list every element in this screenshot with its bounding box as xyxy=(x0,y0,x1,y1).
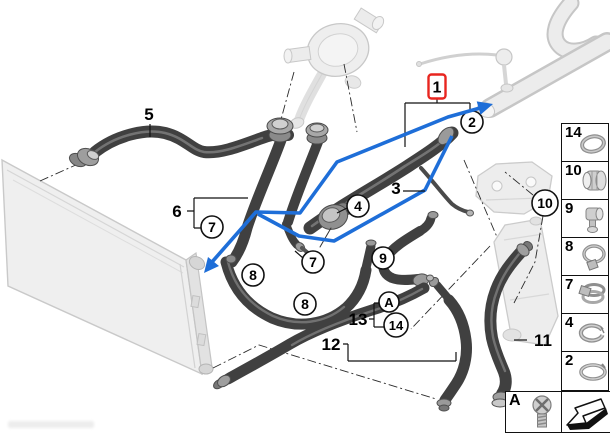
callout-circle-7b[interactable]: 7 xyxy=(301,250,325,274)
callout-circle-10[interactable]: 10 xyxy=(531,189,559,217)
callout-circle-A[interactable]: A xyxy=(378,291,400,313)
svg-text:7: 7 xyxy=(309,254,317,270)
legend-row-14[interactable]: 14 xyxy=(562,124,608,162)
sensor-ghost xyxy=(416,48,514,93)
legend-row-9[interactable]: 9 xyxy=(562,200,608,238)
callout-circle-14[interactable]: 14 xyxy=(383,312,409,338)
thermostat-ghost xyxy=(283,7,385,129)
legend-row-4[interactable]: 4 xyxy=(562,314,608,352)
callout-label-13[interactable]: 13 xyxy=(349,310,368,329)
legend-fastener-a[interactable]: A xyxy=(505,391,562,433)
highlight-route-lower xyxy=(257,135,454,243)
callout-circle-2[interactable]: 2 xyxy=(460,110,484,134)
legend-row-7[interactable]: 7 xyxy=(562,276,608,314)
charge-pipe-ghost xyxy=(476,0,610,119)
egr-cooler-ghost xyxy=(493,216,559,346)
watermark xyxy=(8,421,94,428)
svg-text:10: 10 xyxy=(537,195,553,211)
callout-label-12[interactable]: 12 xyxy=(322,335,341,354)
callout-label-5[interactable]: 5 xyxy=(144,105,153,124)
callout-circle-7a[interactable]: 7 xyxy=(200,215,224,239)
callout-circle-4[interactable]: 4 xyxy=(346,194,370,218)
svg-text:7: 7 xyxy=(208,219,216,235)
legend-row-10[interactable]: 10 xyxy=(562,162,608,200)
svg-text:A: A xyxy=(384,295,394,310)
svg-text:2: 2 xyxy=(468,114,476,130)
flow-arrow-ne-icon xyxy=(476,101,493,115)
hose-clamp-icon xyxy=(578,282,606,304)
clamp-band-icon xyxy=(579,363,607,381)
connector-fitting-icon xyxy=(585,207,604,233)
callouts: 5 6 3 11 12 13 1 2 4 7 7 8 xyxy=(144,73,559,354)
screw-icon xyxy=(531,395,552,428)
callout-brackets xyxy=(149,99,527,362)
callout-circle-9[interactable]: 9 xyxy=(371,246,395,270)
svg-text:9: 9 xyxy=(379,250,387,266)
clamp-band-icon xyxy=(578,322,605,343)
callout-circle-8b[interactable]: 8 xyxy=(293,292,317,316)
svg-text:4: 4 xyxy=(354,198,362,214)
direction-arrow-icon xyxy=(566,398,608,430)
hose-clamp-icon xyxy=(582,243,606,271)
parts-legend: 14 10 9 8 7 xyxy=(561,123,609,391)
callout-label-3[interactable]: 3 xyxy=(391,179,400,198)
legend-row-8[interactable]: 8 xyxy=(562,238,608,276)
callout-label-11[interactable]: 11 xyxy=(534,331,552,350)
svg-text:1: 1 xyxy=(433,80,442,97)
svg-text:14: 14 xyxy=(389,318,404,333)
coupling-sleeve-icon xyxy=(582,170,607,190)
svg-text:8: 8 xyxy=(249,267,257,283)
legend-direction-cell xyxy=(561,391,610,433)
o-ring-seal-icon xyxy=(580,133,606,154)
callout-circle-8a[interactable]: 8 xyxy=(241,263,265,287)
legend-row-2[interactable]: 2 xyxy=(562,352,608,390)
highlight-route xyxy=(204,101,493,273)
flow-arrow-sw-icon xyxy=(204,257,219,273)
radiator-ghost xyxy=(1,158,214,376)
svg-text:8: 8 xyxy=(301,296,309,312)
callout-label-6[interactable]: 6 xyxy=(172,202,181,221)
callout-box-1[interactable]: 1 xyxy=(427,73,447,100)
